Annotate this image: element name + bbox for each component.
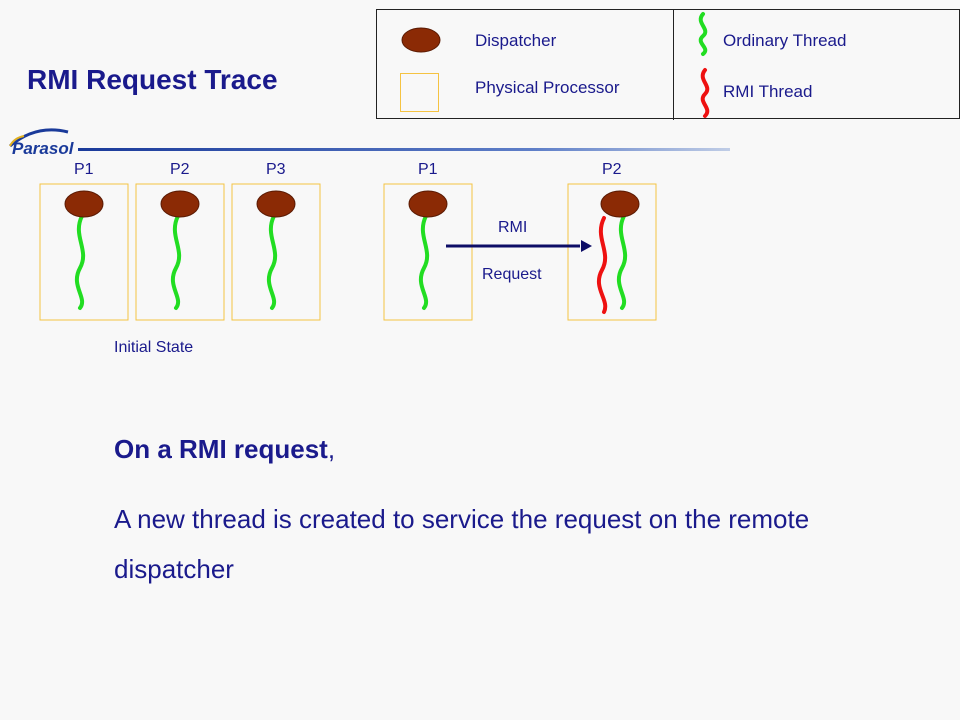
processor-label: P1 xyxy=(418,161,438,178)
processor-legend-icon xyxy=(400,73,439,112)
ordinary-thread xyxy=(266,214,278,310)
dispatcher xyxy=(600,190,640,218)
body-text: A new thread is created to service the r… xyxy=(114,504,810,584)
processor-p2-initial xyxy=(135,183,225,321)
dispatcher-legend-label: Dispatcher xyxy=(475,31,557,50)
ordinary-thread xyxy=(616,214,628,310)
rmi-request-arrow xyxy=(446,240,592,252)
legend-divider xyxy=(673,10,674,120)
initial-state-label: Initial State xyxy=(114,339,194,356)
arrow-label-rmi: RMI xyxy=(498,219,528,236)
processor-label: P2 xyxy=(602,161,622,178)
processor-label: P2 xyxy=(170,161,190,178)
dispatcher-legend-icon xyxy=(401,27,441,53)
legend-box: Dispatcher Physical Processor Ordinary T… xyxy=(376,9,960,120)
dispatcher xyxy=(64,190,104,218)
processor-p2-remote xyxy=(567,183,657,321)
parasol-logo: Parasol xyxy=(6,124,86,160)
processor-p3-initial xyxy=(231,183,321,321)
logo-text: Parasol xyxy=(12,139,75,158)
dispatcher xyxy=(160,190,200,218)
rmi-thread xyxy=(596,216,608,314)
rmi-thread-legend-icon xyxy=(700,68,710,118)
processor-p1-request xyxy=(383,183,473,321)
dispatcher xyxy=(408,190,448,218)
ordinary-thread xyxy=(418,214,430,310)
ordinary-thread xyxy=(74,214,86,310)
rmi-thread-legend-label: RMI Thread xyxy=(723,82,813,101)
dispatcher xyxy=(256,190,296,218)
body-heading: On a RMI request, xyxy=(114,434,335,465)
body-heading-tail: , xyxy=(327,434,336,464)
arrow-label-request: Request xyxy=(482,266,542,283)
processor-p1-initial xyxy=(39,183,129,321)
slide-title: RMI Request Trace xyxy=(27,64,278,95)
body-heading-bold: On a RMI request xyxy=(114,434,328,464)
processor-label: P3 xyxy=(266,161,286,178)
processor-label: P1 xyxy=(74,161,94,178)
ordinary-thread-legend-icon xyxy=(698,12,708,56)
ordinary-thread-legend-label: Ordinary Thread xyxy=(723,31,847,50)
header-rule xyxy=(78,148,730,151)
ordinary-thread xyxy=(170,214,182,310)
processor-legend-label: Physical Processor xyxy=(475,78,620,97)
parasol-logo-graphic: Parasol xyxy=(9,128,75,158)
